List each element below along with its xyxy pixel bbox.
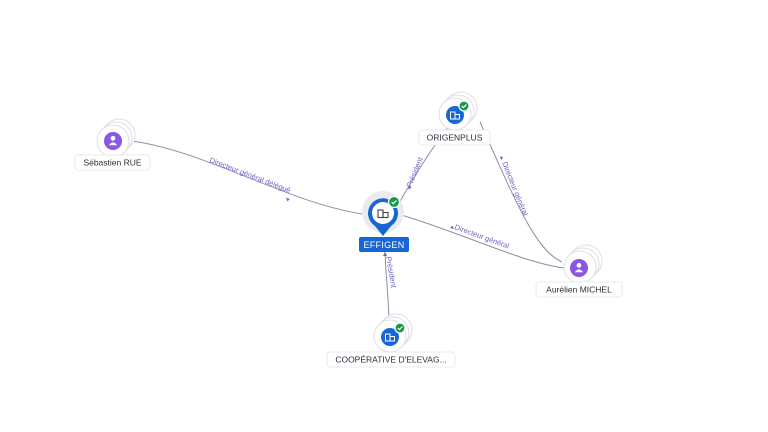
edge-label-directeur-general-delegue: Directeur général délégué xyxy=(208,155,292,194)
edge-arrow xyxy=(286,197,290,202)
node-sebastien-rue[interactable]: Sébastien RUE xyxy=(74,118,151,171)
person-icon xyxy=(574,262,584,273)
node-label-effigen: EFFIGEN xyxy=(363,240,404,250)
edge-label-directeur-general-lower: Directeur général xyxy=(453,222,510,250)
edge-label-president-top: Président xyxy=(405,155,426,189)
edge-sebastien-effigen[interactable]: Directeur général délégué xyxy=(121,139,371,216)
node-label-cooperative: COOPÉRATIVE D'ELEVAG... xyxy=(335,355,446,365)
node-origenplus[interactable]: ORIGENPLUS xyxy=(418,91,491,146)
verified-badge xyxy=(394,322,406,334)
building-icon xyxy=(385,333,395,342)
node-label-origenplus: ORIGENPLUS xyxy=(427,133,483,143)
edge-arrow xyxy=(500,156,504,160)
edge-arrow xyxy=(450,225,454,229)
node-aurelien-michel[interactable]: Aurélien MICHEL xyxy=(535,244,623,298)
node-label-sebastien-rue: Sébastien RUE xyxy=(83,158,141,168)
node-effigen[interactable]: EFFIGEN xyxy=(359,191,409,252)
verified-badge xyxy=(458,100,470,112)
building-icon xyxy=(450,111,460,120)
edge-arrow xyxy=(408,185,412,189)
node-label-aurelien-michel: Aurélien MICHEL xyxy=(546,285,612,295)
edge-label-directeur-general-right: Directeur général xyxy=(500,160,530,217)
check-icon xyxy=(461,104,467,109)
person-icon xyxy=(108,135,118,146)
edge-arrow xyxy=(383,252,387,256)
check-icon xyxy=(391,200,397,205)
node-cooperative[interactable]: COOPÉRATIVE D'ELEVAG... xyxy=(326,313,456,368)
verified-badge xyxy=(387,195,401,209)
building-icon xyxy=(377,209,389,219)
check-icon xyxy=(397,326,403,331)
